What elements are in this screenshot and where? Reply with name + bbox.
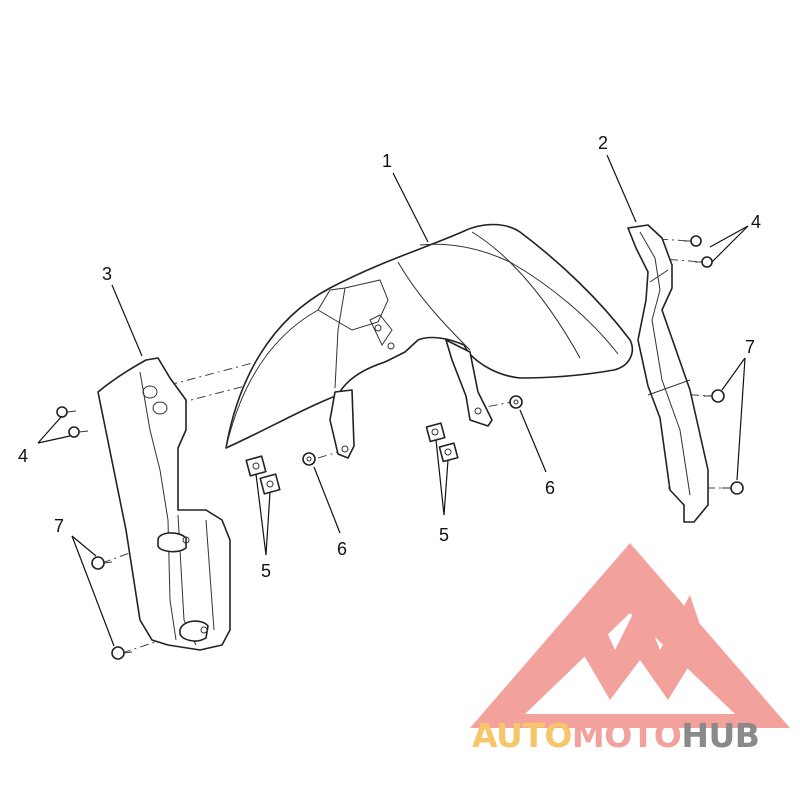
- brand-word-moto: MOTO: [571, 716, 682, 755]
- bolt-item-4-left-lower: [68, 426, 89, 438]
- watermark-brand-text: AUTOMOTOHUB: [472, 716, 760, 755]
- brand-word-hub: HUB: [681, 716, 760, 755]
- clip-nut-item-5-right-a: [425, 422, 446, 443]
- callout-4-right: 4: [751, 212, 761, 232]
- front-mudguard-part-1: [225, 223, 634, 459]
- callout-2: 2: [598, 133, 608, 153]
- bolt-item-7-right-lower: [722, 481, 744, 495]
- callout-labels: 1 2 3 4 4 5 5 6 6 7 7: [18, 133, 761, 581]
- watermark-logo: [470, 543, 790, 728]
- bolt-item-7-left-upper: [91, 556, 113, 570]
- clip-nut-item-5-right-b: [438, 442, 459, 463]
- bolt-item-4-left-upper: [56, 406, 77, 418]
- screw-item-6-left: [302, 452, 316, 466]
- callout-7-left: 7: [54, 516, 64, 536]
- callout-6-right: 6: [545, 478, 555, 498]
- screw-item-6-right: [509, 395, 523, 409]
- callout-4-left: 4: [18, 446, 28, 466]
- callout-7-right: 7: [745, 337, 755, 357]
- callout-6-left: 6: [337, 539, 347, 559]
- leader-lines: [37, 154, 749, 647]
- clip-nut-item-5-left-a: [245, 455, 267, 477]
- bolt-item-7-left-lower: [111, 646, 133, 660]
- callout-1: 1: [382, 151, 392, 171]
- callout-5-right: 5: [439, 525, 449, 545]
- bolt-item-4-right-lower: [695, 256, 713, 268]
- callout-3: 3: [102, 264, 112, 284]
- fork-guard-left-part-3: [97, 357, 231, 651]
- clip-nut-item-5-left-b: [259, 473, 281, 495]
- callout-5-left: 5: [261, 561, 271, 581]
- fork-guard-right-part-2: [627, 224, 709, 523]
- bolt-item-4-right-upper: [684, 235, 702, 247]
- brand-word-auto: AUTO: [472, 716, 572, 755]
- bolt-item-7-right-upper: [704, 389, 725, 403]
